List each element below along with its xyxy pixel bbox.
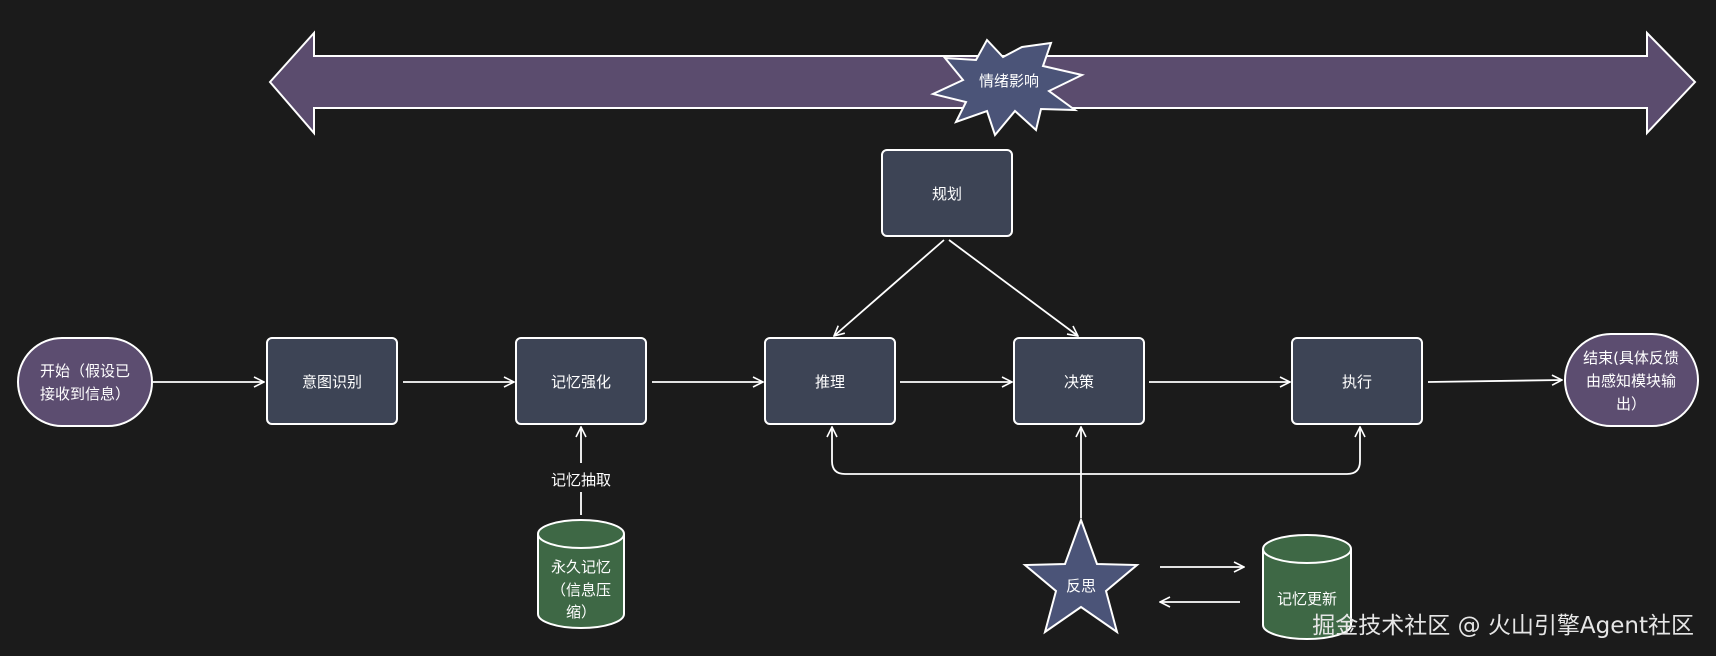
permanent-memory-cylinder: 永久记忆 （信息压 缩） [537,519,625,629]
end-line1: 结束(具体反馈 [1583,349,1679,367]
edge-planning-decision [948,239,1078,336]
execution-node: 执行 [1291,337,1423,425]
permanent-memory-line2: （信息压 [551,581,611,599]
memory-extract-label: 记忆抽取 [551,471,611,489]
emotion-label: 情绪影响 [979,72,1039,90]
edge-execution-end [1427,380,1562,382]
planning-label: 规划 [932,185,962,203]
reasoning-node: 推理 [764,337,896,425]
end-line2: 由感知模块输 [1586,372,1676,390]
end-line3: 出） [1616,395,1646,413]
emotion-burst: 情绪影响 [929,38,1085,138]
execution-label: 执行 [1342,373,1372,391]
edge-bus-execution [1081,427,1360,475]
end-node: 结束(具体反馈 由感知模块输 出） [1564,333,1699,427]
permanent-memory-line3: 缩） [566,603,596,621]
reflection-star: 反思 [1022,517,1140,635]
edges [153,239,1562,602]
decision-label: 决策 [1064,373,1094,391]
planning-node: 规划 [881,149,1013,237]
memory-update-cylinder: 记忆更新 [1262,534,1352,640]
reasoning-label: 推理 [815,373,845,391]
reflection-label: 反思 [1066,577,1096,595]
intent-label: 意图识别 [302,373,362,391]
intent-node: 意图识别 [266,337,398,425]
edge-planning-reasoning [834,239,945,336]
permanent-memory-line1: 永久记忆 [551,558,611,576]
memory-enhance-label: 记忆强化 [551,373,611,391]
memory-enhance-node: 记忆强化 [515,337,647,425]
memory-update-label: 记忆更新 [1277,590,1337,608]
watermark: 掘金技术社区 @ 火山引擎Agent社区 [1312,613,1694,639]
start-line1: 开始（假设已 [40,362,130,380]
start-line2: 接收到信息） [40,385,130,403]
decision-node: 决策 [1013,337,1145,425]
start-node: 开始（假设已 接收到信息） [17,337,153,427]
edge-bus-reasoning [832,427,1081,475]
